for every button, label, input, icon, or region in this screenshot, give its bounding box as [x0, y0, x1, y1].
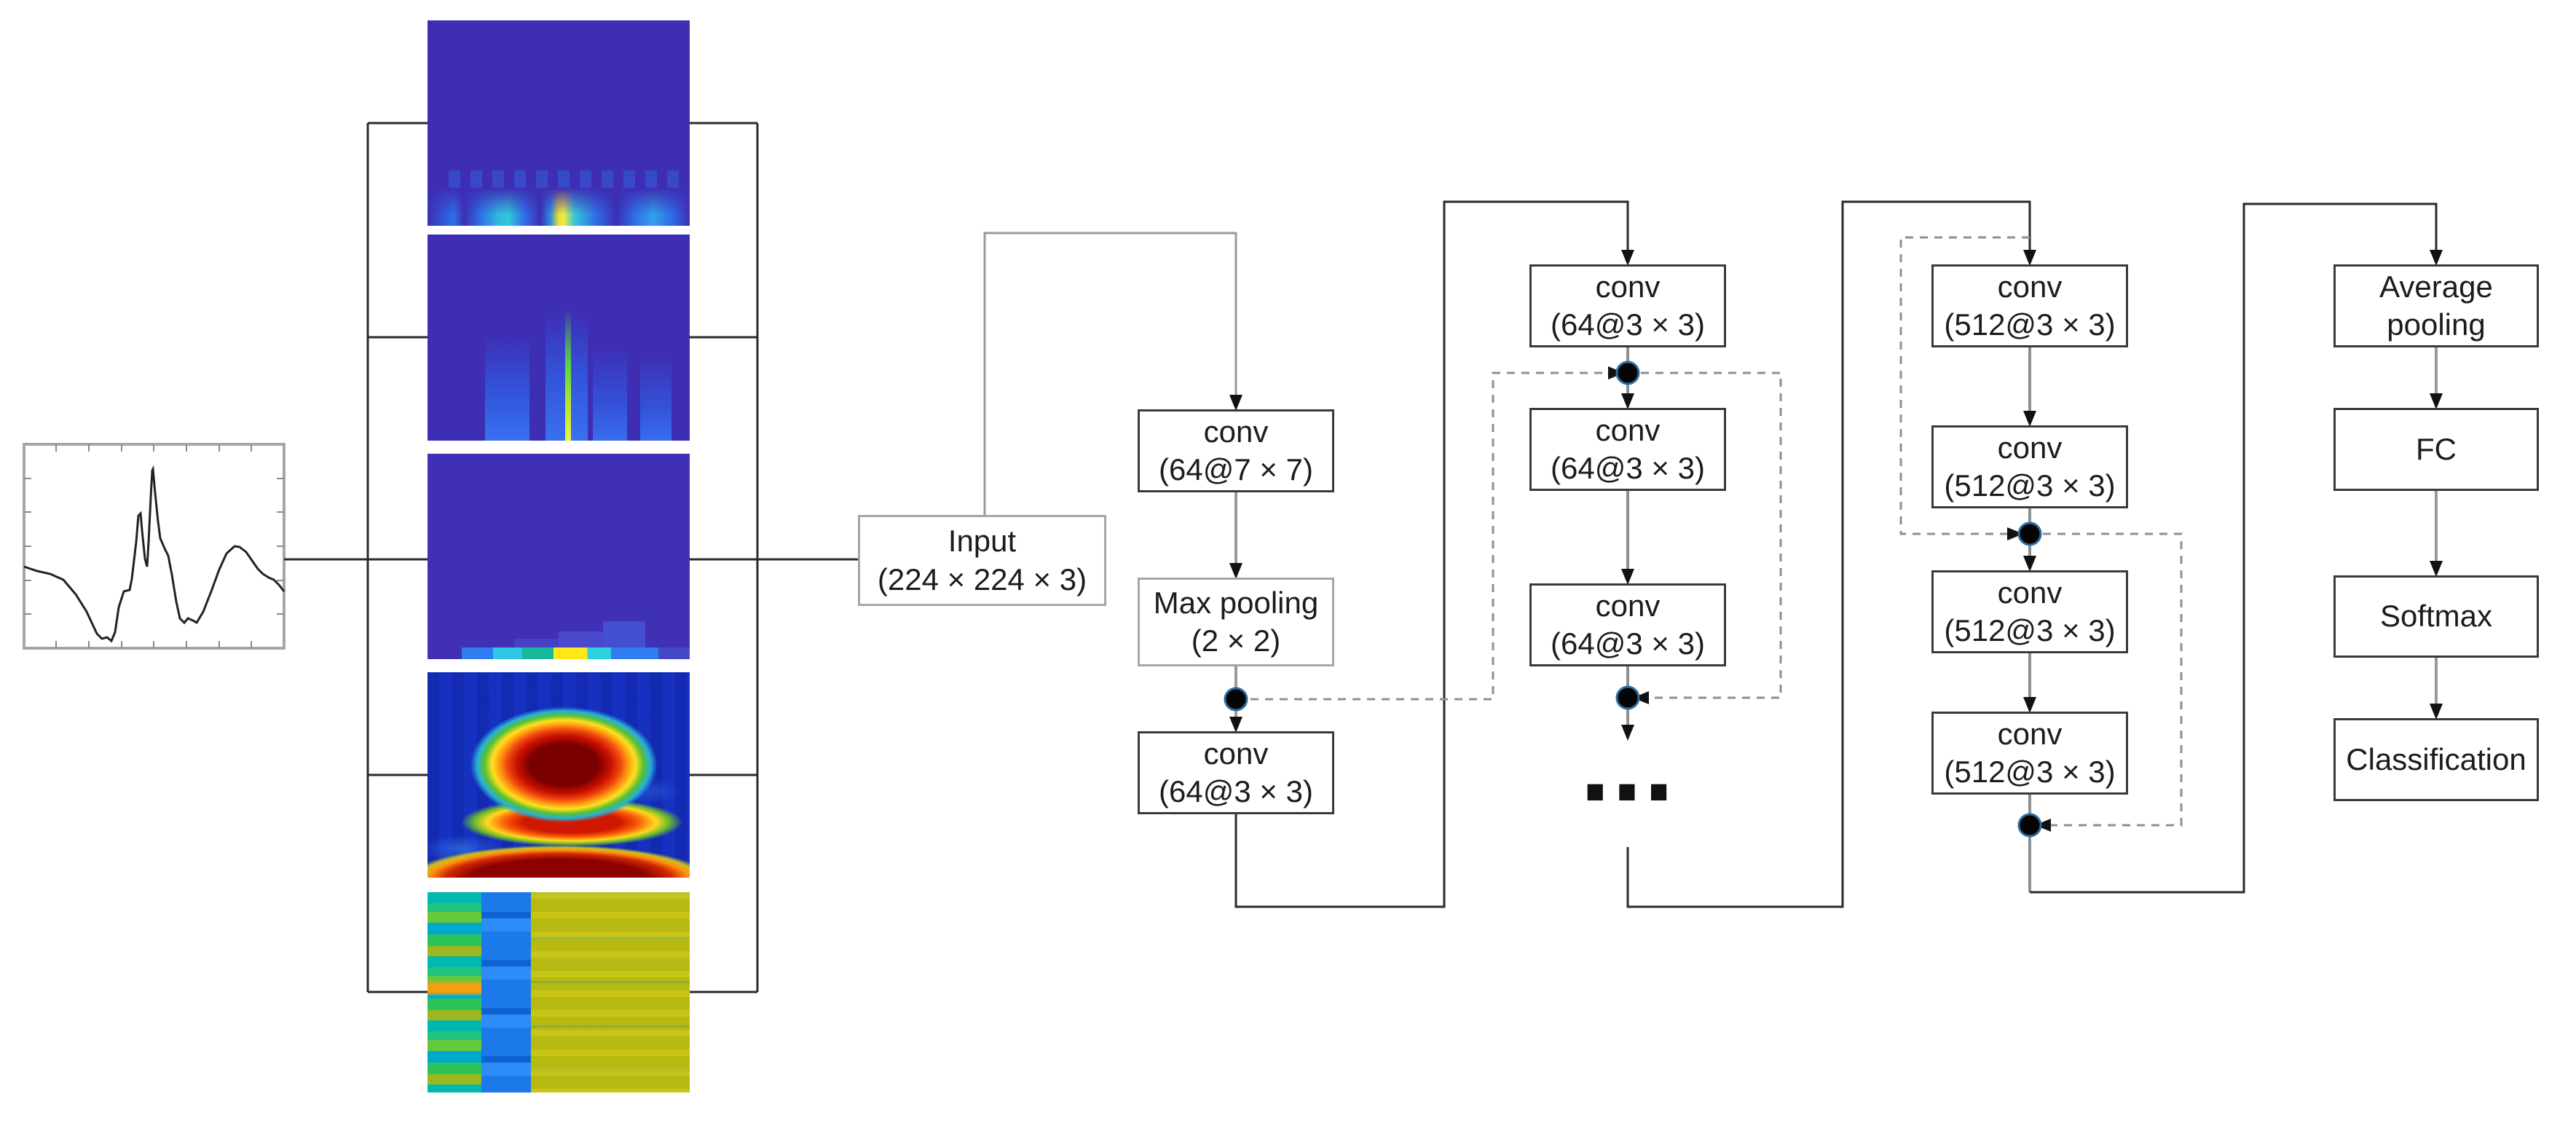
bottom-color-band — [428, 647, 690, 659]
streak-cluster — [592, 345, 627, 441]
spectrogram-energy-band — [428, 188, 690, 226]
layer-label: conv — [1997, 430, 2063, 465]
layer-label: conv — [1203, 736, 1269, 771]
layer-label: Average pooling — [2379, 269, 2493, 342]
layer-label: conv — [1997, 716, 2063, 751]
conv-512-3x3-box: conv (512@3 × 3) — [1931, 425, 2128, 508]
fc-box: FC — [2333, 408, 2539, 491]
feature-map-olive-blue — [428, 892, 690, 1092]
spectrogram-energy-row — [448, 170, 680, 188]
layer-label: conv — [1595, 269, 1661, 304]
layer-label: conv — [1997, 269, 2063, 304]
arrowheads — [1229, 250, 2443, 832]
layer-params: (512@3 × 3) — [1944, 307, 2116, 342]
conv-64-3x3-box: conv (64@3 × 3) — [1529, 583, 1726, 666]
layer-params: (512@3 × 3) — [1944, 468, 2116, 503]
blue-column — [481, 892, 532, 1092]
input-shape: (224 × 224 × 3) — [877, 562, 1087, 597]
waveform-plot — [23, 443, 285, 650]
stripe-column — [428, 892, 481, 1092]
layer-params: (512@3 × 3) — [1944, 613, 2116, 647]
feature-map-spectrogram-2 — [428, 235, 690, 441]
layer-params: (64@3 × 3) — [1551, 307, 1705, 342]
faint-block — [513, 639, 559, 647]
conv-64-3x3-box: conv (64@3 × 3) — [1529, 264, 1726, 347]
bright-streak — [564, 308, 572, 441]
max-pooling-box: Max pooling (2 × 2) — [1138, 578, 1334, 666]
conv-64-3x3-box: conv (64@3 × 3) — [1529, 408, 1726, 491]
conv-512-3x3-box: conv (512@3 × 3) — [1931, 712, 2128, 795]
softmax-box: Softmax — [2333, 575, 2539, 658]
streak-cluster — [485, 333, 530, 441]
faint-block — [603, 621, 645, 647]
average-pooling-box: Average pooling — [2333, 264, 2539, 347]
layer-params: (64@7 × 7) — [1159, 452, 1313, 487]
repeated-blocks-ellipsis: ... — [1580, 701, 1676, 824]
layer-label: conv — [1595, 412, 1661, 447]
faint-block — [559, 631, 604, 647]
add-junction-dot — [1615, 361, 1640, 385]
layer-label: Classification — [2346, 741, 2526, 776]
input-box: Input (224 × 224 × 3) — [858, 515, 1106, 606]
streak-cluster — [639, 354, 671, 441]
input-label: Input — [948, 524, 1017, 558]
conv-64-7x7-box: conv (64@7 × 7) — [1138, 409, 1334, 492]
layer-params: (64@3 × 3) — [1551, 626, 1705, 661]
layer-label: Softmax — [2379, 599, 2493, 634]
add-junction-dot — [1224, 687, 1248, 712]
layer-label: Max pooling — [1153, 585, 1319, 620]
layer-params: (64@3 × 3) — [1159, 774, 1313, 808]
conv-512-3x3-box: conv (512@3 × 3) — [1931, 264, 2128, 347]
conv-64-3x3-box: conv (64@3 × 3) — [1138, 731, 1334, 814]
layer-params: (64@3 × 3) — [1551, 451, 1705, 485]
signal-waveform — [23, 465, 285, 643]
layer-label: conv — [1595, 588, 1661, 623]
conv-512-3x3-box: conv (512@3 × 3) — [1931, 570, 2128, 653]
add-junction-dot — [2017, 521, 2042, 546]
add-junction-dot — [2017, 813, 2042, 838]
layer-params: (512@3 × 3) — [1944, 755, 2116, 789]
feature-map-spectrogram-1 — [428, 20, 690, 226]
axis-ticks — [24, 444, 284, 648]
feature-map-spectrogram-3 — [428, 454, 690, 659]
layer-label: conv — [1997, 575, 2063, 610]
layer-params: (2 × 2) — [1191, 623, 1281, 658]
olive-area — [531, 892, 690, 1092]
classification-box: Classification — [2333, 718, 2539, 801]
layer-label: FC — [2416, 431, 2457, 466]
feature-map-scalogram-jet — [428, 672, 690, 878]
layer-label: conv — [1203, 414, 1269, 449]
